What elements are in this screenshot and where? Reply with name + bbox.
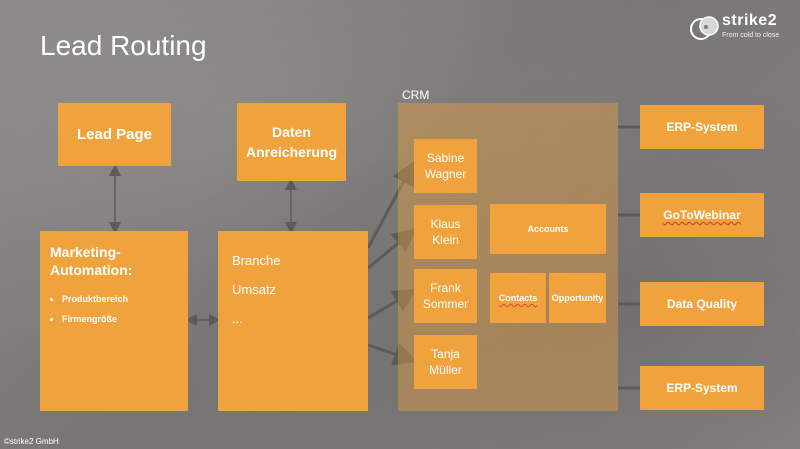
logo: strike2 From cold to close — [690, 12, 790, 46]
accounts-box: Accounts — [490, 204, 606, 254]
system-label: Data Quality — [666, 297, 738, 311]
opportunity-box: Opportunity — [549, 273, 606, 323]
page-title: Lead Routing — [40, 30, 207, 61]
system-box-erp-1: ERP-System — [640, 105, 764, 149]
connector-to-frank — [367, 288, 418, 320]
lead-page-box: Lead Page — [58, 103, 171, 166]
system-box-gotowebinar: GoToWebinar — [640, 193, 764, 237]
system-label: ERP-System — [666, 120, 738, 134]
logo-tagline: From cold to close — [722, 32, 780, 39]
logo-name: strike2 — [722, 12, 778, 29]
contacts-box: Contacts — [490, 273, 546, 323]
person-box-sabine: Sabine Wagner — [414, 139, 477, 193]
person-name: Sabine Wagner — [424, 151, 467, 181]
crm-label: CRM — [402, 88, 430, 102]
marketing-title: Marketing-Automation: — [50, 244, 133, 278]
marketing-item: Firmengröße — [62, 309, 178, 329]
connector-to-klaus — [367, 228, 417, 270]
daten-anreicherung-box: Daten Anreicherung — [237, 103, 346, 181]
person-box-tanja: Tanja Müller — [414, 335, 477, 389]
footer-copyright: ©strike2 GmbH — [4, 437, 59, 446]
system-label: ERP-System — [666, 381, 738, 395]
strike2-logo-icon — [690, 16, 719, 40]
person-box-frank: Frank Sommer — [414, 269, 477, 323]
person-name: Tanja Müller — [429, 347, 462, 377]
marketing-automation-box: Marketing-Automation: Produktbereich Fir… — [40, 231, 188, 411]
connector-to-sabine — [366, 160, 415, 249]
person-box-klaus: Klaus Klein — [414, 205, 477, 259]
opportunity-label: Opportunity — [551, 293, 604, 303]
accounts-label: Accounts — [527, 224, 569, 234]
person-name: Frank Sommer — [422, 281, 469, 311]
person-name: Klaus Klein — [430, 217, 461, 247]
marketing-item: Produktbereich — [62, 289, 178, 309]
enrichment-item-umsatz: Umsatz — [232, 282, 277, 297]
daten-label: Daten Anreicherung — [246, 124, 338, 160]
system-box-data-quality: Data Quality — [640, 282, 764, 326]
lead-page-label: Lead Page — [76, 126, 153, 143]
enrichment-box: Branche Umsatz ... — [218, 231, 368, 411]
enrichment-item-branche: Branche — [232, 253, 281, 268]
marketing-list: Produktbereich Firmengröße — [50, 289, 178, 329]
contacts-label: Contacts — [498, 293, 538, 303]
system-label: GoToWebinar — [663, 208, 741, 222]
enrichment-item-more: ... — [232, 311, 243, 326]
connector-to-tanja — [367, 342, 418, 366]
system-box-erp-2: ERP-System — [640, 366, 764, 410]
